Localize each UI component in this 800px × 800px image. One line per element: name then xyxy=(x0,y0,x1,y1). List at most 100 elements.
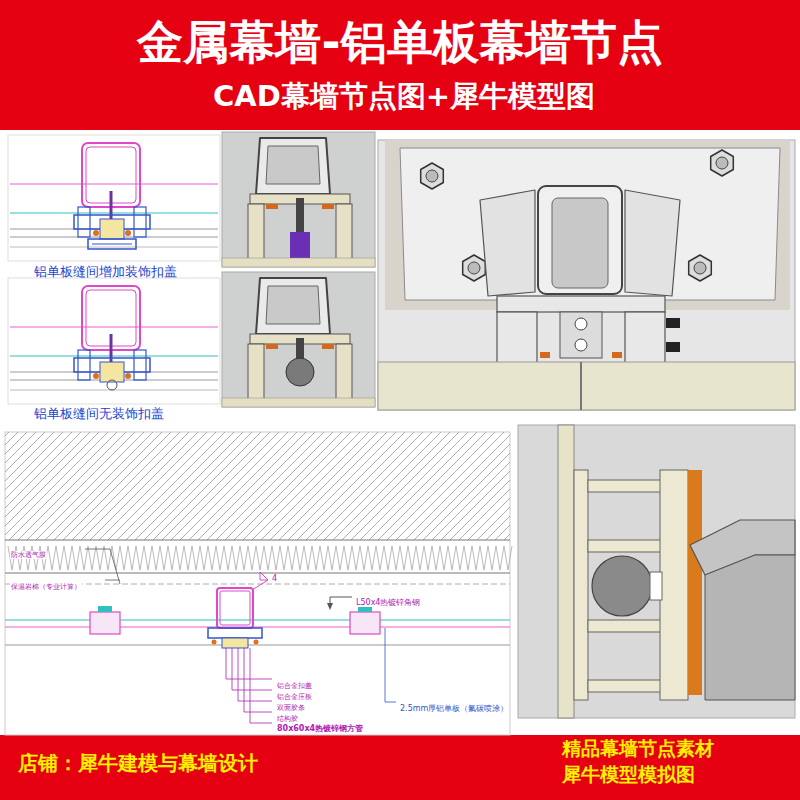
callout-label: 铝合金压板 xyxy=(276,693,313,701)
arrow-head xyxy=(327,603,333,610)
gasket xyxy=(254,640,259,645)
angle-bracket xyxy=(625,190,680,296)
caption-label: 铝单板缝间增加装饰扣盖 xyxy=(34,264,177,279)
aluminium-profile xyxy=(625,312,665,370)
label-slot: 铝单板缝间无装饰扣盖 xyxy=(34,404,164,422)
gasket xyxy=(322,344,334,349)
hex-bolt xyxy=(694,262,706,274)
aluminium-profile xyxy=(248,344,264,400)
top-banner xyxy=(0,0,800,130)
insulation-face xyxy=(5,573,510,574)
concrete-wall xyxy=(5,432,510,540)
label-slot: 防水透气膜 xyxy=(10,543,47,561)
connector-cap xyxy=(98,606,112,612)
aluminium-panel xyxy=(222,258,375,267)
label-slot: 80x60x4热镀锌钢方管 xyxy=(276,717,364,735)
backer-rod xyxy=(592,556,652,616)
sealant-block xyxy=(100,362,124,382)
leader-line xyxy=(85,549,110,550)
aluminium-profile xyxy=(497,312,537,370)
gasket xyxy=(93,230,99,236)
cad-line xyxy=(5,645,510,646)
profile-rib xyxy=(588,540,668,552)
label-slot: 保温岩棉（专业计算） xyxy=(10,575,82,593)
cad-section-drawing xyxy=(5,432,512,735)
cad-line xyxy=(5,620,510,621)
aluminium-profile xyxy=(336,344,352,400)
model-ground xyxy=(378,140,795,410)
gasket xyxy=(93,373,99,379)
cad-frame xyxy=(8,278,220,404)
leader-line xyxy=(238,701,272,702)
cad-frame xyxy=(5,432,510,735)
backer-rod xyxy=(107,380,117,390)
steel-tube-inner xyxy=(266,146,320,184)
callout-label: 2.5mm厚铝单板（氟碳喷涂） xyxy=(399,704,509,713)
aluminium-profile xyxy=(134,207,146,237)
content-ground xyxy=(0,130,800,735)
cad-line xyxy=(10,213,218,214)
aluminium-profile xyxy=(560,312,602,358)
hex-bolt xyxy=(716,157,728,169)
concrete-slab xyxy=(385,140,790,310)
connector-block xyxy=(90,612,120,634)
bottom-banner xyxy=(0,735,800,800)
connector-block xyxy=(350,612,380,634)
leader-line xyxy=(226,679,272,680)
aluminium-profile xyxy=(248,204,264,260)
gasket xyxy=(612,352,622,358)
label-slot: 双面胶条 xyxy=(276,696,306,714)
cad-line xyxy=(10,184,218,185)
angle-bracket xyxy=(705,555,795,700)
leader-line xyxy=(244,712,272,713)
model-ground xyxy=(518,425,795,718)
angle-bracket xyxy=(480,190,535,296)
callout-label: 保温岩棉（专业计算） xyxy=(10,583,82,591)
decorative-cap xyxy=(88,239,136,249)
hex-bolt xyxy=(468,262,480,274)
aluminium-panel xyxy=(558,425,574,718)
hex-bolt xyxy=(421,163,444,189)
rhino-model-view xyxy=(518,425,795,718)
hex-bolt xyxy=(711,150,734,176)
aluminium-profile xyxy=(208,628,262,638)
aluminium-panel xyxy=(378,362,795,410)
gasket xyxy=(322,204,334,209)
cad-line xyxy=(10,327,218,328)
label-slot: CAD幕墙节点图+犀牛模型图 xyxy=(4,80,800,113)
callout-label: 80x60x4热镀锌钢方管 xyxy=(276,724,364,733)
insulation xyxy=(8,546,512,570)
callout-label: 双面胶条 xyxy=(276,704,306,712)
caption-label: CAD幕墙节点图+犀牛模型图 xyxy=(213,79,595,113)
gasket xyxy=(540,352,550,358)
steel-tube-inner xyxy=(220,591,250,625)
model-ground xyxy=(222,132,375,267)
screw-head xyxy=(575,339,587,351)
sealant-block xyxy=(100,219,124,239)
leader-line xyxy=(385,702,396,703)
label-slot: 铝单板缝间增加装饰扣盖 xyxy=(34,262,177,280)
embedded-plate xyxy=(400,148,780,300)
callout-label: 防水透气膜 xyxy=(10,551,47,559)
aluminium-panel xyxy=(222,398,375,407)
aluminium-profile xyxy=(336,204,352,260)
rhino-model-view xyxy=(222,272,375,407)
label-slot: 铝合金扣盖 xyxy=(276,674,313,692)
hex-bolt xyxy=(426,170,438,182)
aluminium-profile xyxy=(660,470,688,700)
leader-line xyxy=(244,648,245,712)
sealant-block xyxy=(222,638,248,648)
leader-line xyxy=(226,648,227,679)
weld-symbol xyxy=(260,572,268,580)
cad-line xyxy=(10,356,218,357)
gasket xyxy=(266,204,278,209)
leader-line xyxy=(110,549,120,584)
aluminium-profile xyxy=(78,350,90,380)
leader-line xyxy=(250,648,251,723)
steel-tube-inner xyxy=(552,198,608,288)
wall-face xyxy=(5,540,510,541)
label-slot: 店铺：犀牛建模与幕墙设计 xyxy=(18,752,258,775)
steel-tube-inner xyxy=(266,286,320,324)
